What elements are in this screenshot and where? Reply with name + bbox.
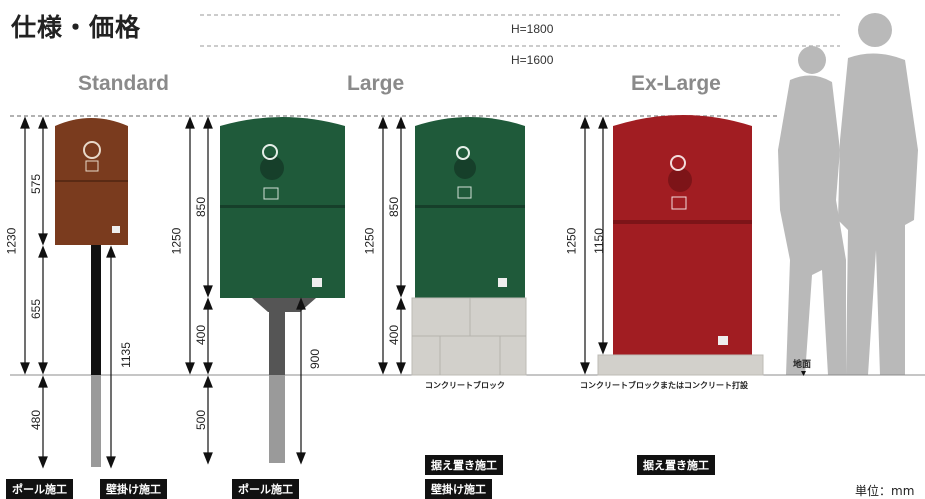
tag-wall: 壁掛け施工 bbox=[100, 479, 167, 499]
dim-lg1-box: 850 bbox=[194, 196, 209, 218]
dim-std-pole-above: 655 bbox=[29, 298, 44, 320]
people-silhouette bbox=[778, 13, 918, 376]
dim-std-box: 575 bbox=[29, 173, 44, 195]
dim-std-pole-below: 480 bbox=[29, 409, 44, 431]
standard-dimension-arrows bbox=[20, 116, 116, 469]
h1800-label: H=1800 bbox=[511, 22, 554, 36]
dim-xl-total: 1250 bbox=[564, 227, 579, 255]
size-title-standard: Standard bbox=[78, 72, 170, 95]
dim-lg2-box: 850 bbox=[387, 196, 402, 218]
dim-lg1-pole-below: 500 bbox=[194, 409, 209, 431]
size-title-large: Large bbox=[347, 72, 405, 95]
dim-std-total: 1230 bbox=[4, 227, 19, 255]
caption-block-or-concrete: コンクリートブロックまたはコンクリート打設 bbox=[580, 381, 748, 390]
tag-pole-large: ポール施工 bbox=[232, 479, 299, 499]
dim-lg1-pole-above: 400 bbox=[194, 324, 209, 346]
large-mailbox-pole bbox=[220, 117, 345, 463]
tag-placed-large: 据え置き施工 bbox=[425, 455, 503, 475]
tag-pole: ポール施工 bbox=[6, 479, 73, 499]
dim-lg1-total: 1250 bbox=[169, 227, 184, 255]
dim-lg2-total: 1250 bbox=[362, 227, 377, 255]
large-mailbox-block bbox=[411, 117, 527, 376]
size-title-exlarge: Ex-Large bbox=[631, 72, 721, 95]
standard-mailbox bbox=[55, 118, 128, 467]
exlarge-mailbox bbox=[597, 115, 764, 376]
page-title: 仕様・価格 bbox=[11, 13, 142, 42]
dim-lg2-block: 400 bbox=[387, 324, 402, 346]
tag-placed-exlarge: 据え置き施工 bbox=[637, 455, 715, 475]
dim-xl-box: 1150 bbox=[591, 228, 606, 254]
ground-marker bbox=[801, 371, 806, 376]
dim-std-wall: 1135 bbox=[118, 342, 133, 368]
large-pole-dimension-arrows bbox=[185, 116, 306, 465]
unit-label: 単位：mm bbox=[855, 484, 915, 498]
exlarge-dimension-arrows bbox=[580, 116, 608, 375]
dim-lg1-wall: 900 bbox=[308, 348, 323, 370]
caption-ground: 地面 bbox=[793, 360, 812, 370]
caption-concrete-block: コンクリートブロック bbox=[425, 381, 505, 390]
tag-wall-large: 壁掛け施工 bbox=[425, 479, 492, 499]
large-block-dimension-arrows bbox=[378, 116, 406, 375]
h1600-label: H=1600 bbox=[511, 53, 554, 67]
